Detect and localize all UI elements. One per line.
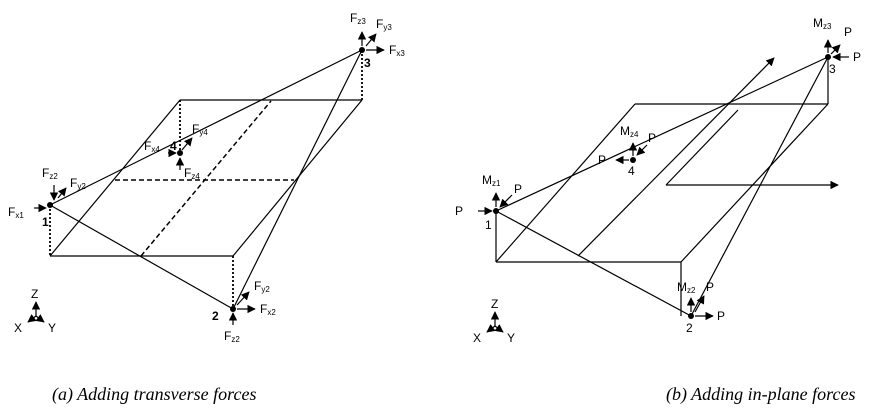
node-3-dot [359,47,365,53]
force-label-p1a: P [514,182,522,196]
force-label-p1b: P [455,204,463,218]
axis-x-label: X [14,321,22,335]
force-label-fx2: Fx2 [260,302,276,317]
axis-b-z-label: Z [491,297,498,311]
node-b2-label: 2 [686,321,693,335]
node-b4-dot [630,157,636,163]
node-4-label: 4 [170,139,177,153]
node-b4-label: 4 [628,164,635,178]
force-label-fz2-bottom: Fz2 [224,329,240,344]
force-label-fz3: Fz3 [350,11,366,26]
force-label-p2b: P [717,309,725,323]
force-label-fx4: Fx4 [144,139,160,154]
force-label-fy2-right: Fy2 [254,279,270,294]
node-2-label: 2 [212,309,219,323]
panel-b-caption: (b) Adding in-plane forces [666,384,855,405]
panel-a-element [49,49,363,310]
axis-z-label: Z [31,287,38,301]
panel-a-box [49,50,363,309]
panel-b-axis-triad: Z X Y [473,297,515,345]
node-3-label: 3 [364,56,371,70]
node-b3-dot [825,54,831,60]
force-label-fx3: Fx3 [389,43,405,58]
panel-a-axis-triad: Z X Y [14,287,56,335]
force-label-fy3: Fy3 [376,17,392,32]
panel-b-element [495,56,839,317]
node-b1-label: 1 [485,218,492,232]
node-1-label: 1 [42,215,49,229]
axis-y-label: Y [48,321,56,335]
moment-label-mz3: Mz3 [813,16,832,31]
force-label-p2a: P [706,280,714,294]
force-label-fy4: Fy4 [192,122,208,137]
force-label-p3a: P [844,25,852,39]
force-label-p4b: P [598,153,606,167]
panel-b-force-arrows [478,39,849,321]
force-label-p4a: P [648,131,656,145]
panel-b: 1 2 3 4 Mz3 P P Mz4 P P Mz1 P P Mz2 P [455,16,861,405]
force-label-fz4: Fz4 [184,166,200,181]
moment-label-mz2: Mz2 [677,280,696,295]
axis-b-x-label: X [473,331,481,345]
panel-a-force-arrows [34,31,385,325]
moment-label-mz1: Mz1 [482,173,501,188]
force-label-fy2-left: Fy2 [70,176,86,191]
node-b2-dot [688,313,694,319]
moment-label-mz4: Mz4 [620,124,639,139]
panel-a-caption: (a) Adding transverse forces [52,384,256,405]
force-label-p3b: P [853,50,861,64]
node-b1-dot [493,208,499,214]
node-2-dot [230,306,236,312]
panel-b-box [495,57,829,316]
node-4-dot [177,150,183,156]
axis-b-y-label: Y [507,331,515,345]
node-b3-label: 3 [829,62,836,76]
panel-a: 1 2 3 4 Fz3 Fy3 Fx3 Fy4 Fx4 Fz4 Fz2 Fy2 … [8,11,405,405]
force-label-fz2-top: Fz2 [42,166,58,181]
force-label-fx1: Fx1 [8,205,24,220]
node-1-dot [47,202,53,208]
